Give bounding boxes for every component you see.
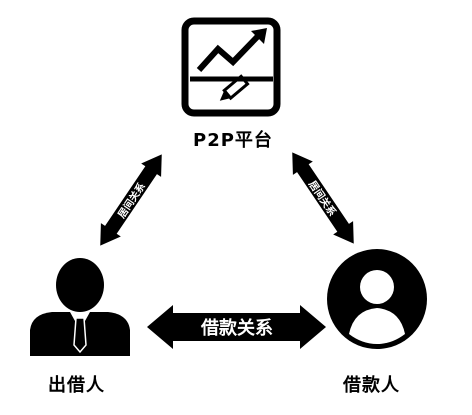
businessman-icon xyxy=(30,258,130,356)
left-relationship-label: 居间关系 xyxy=(115,180,148,220)
borrower-label: 借款人 xyxy=(343,375,400,396)
right-relationship-label: 居间关系 xyxy=(306,178,339,218)
bottom-relationship-label: 借款关系 xyxy=(200,317,273,339)
bottom-relationship-arrow: 借款关系 xyxy=(147,305,326,349)
chart-pen-icon xyxy=(181,17,281,117)
lender-label: 出借人 xyxy=(48,375,105,396)
user-circle-icon xyxy=(327,249,427,349)
right-relationship-arrow: 居间关系 xyxy=(292,152,354,244)
platform-label: P2P平台 xyxy=(193,130,273,151)
left-relationship-arrow: 居间关系 xyxy=(100,154,162,246)
